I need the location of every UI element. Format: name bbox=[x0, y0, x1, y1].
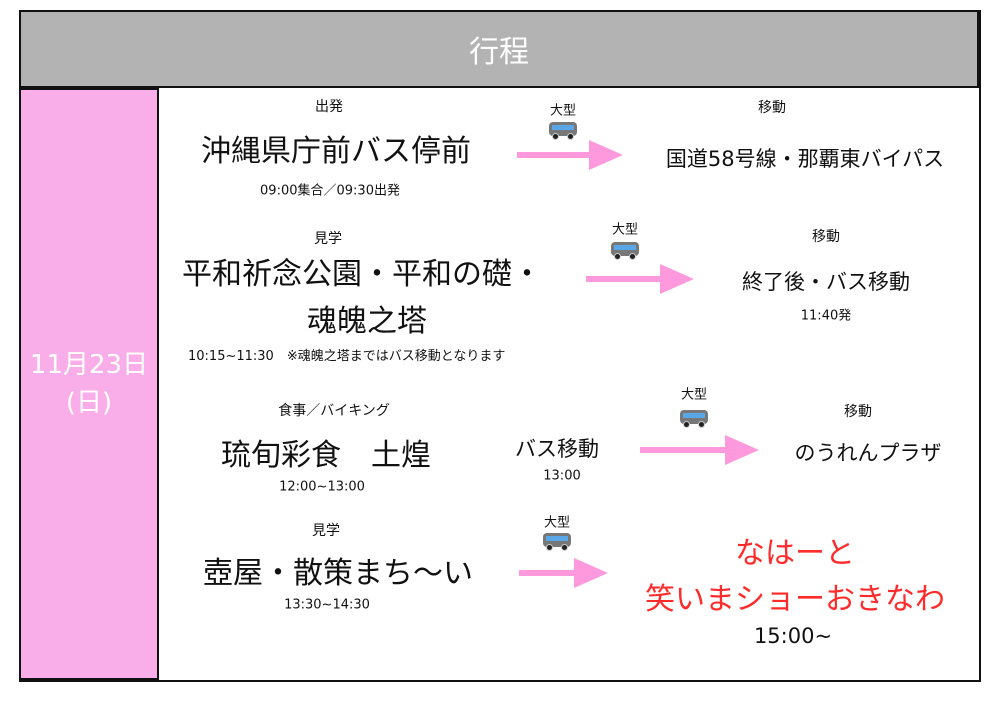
time-label: 12:00~13:00 bbox=[279, 479, 365, 495]
bus-icon bbox=[549, 122, 577, 140]
bus-size-label: 大型 bbox=[549, 103, 577, 119]
weekday-label: (日) bbox=[65, 388, 113, 418]
place-name: 沖縄県庁前バス停前 bbox=[201, 134, 471, 169]
move-label: 移動 bbox=[758, 100, 786, 116]
destination-time: 11:40発 bbox=[800, 308, 852, 324]
bus-icon bbox=[611, 242, 639, 260]
category-label: 食事／バイキング bbox=[278, 403, 390, 419]
transfer-label: バス移動 bbox=[515, 437, 599, 461]
destination: 国道58号線・那覇東バイパス bbox=[665, 147, 945, 171]
time-label: 09:00集合／09:30出発 bbox=[260, 183, 400, 199]
header-bar: 行程 bbox=[19, 10, 979, 88]
bus-size-label: 大型 bbox=[611, 222, 639, 238]
transfer-time: 13:00 bbox=[543, 468, 581, 484]
destination-highlight: なはーと bbox=[735, 536, 855, 571]
arrow-icon bbox=[519, 558, 608, 588]
place-name: 平和祈念公園・平和の礎・ bbox=[182, 257, 542, 292]
time-label: 13:30~14:30 bbox=[284, 597, 370, 613]
place-name: 琉旬彩食 土煌 bbox=[221, 438, 431, 473]
place-name-line2: 魂魄之塔 bbox=[307, 304, 427, 339]
time-note: 10:15~11:30 ※魂魄之塔まではバス移動となります bbox=[188, 349, 506, 364]
destination-time: 15:00~ bbox=[753, 624, 833, 648]
category-label: 見学 bbox=[312, 523, 340, 539]
bus-size-label: 大型 bbox=[680, 387, 708, 403]
move-label: 移動 bbox=[844, 404, 872, 420]
place-name: 壺屋・散策まち〜い bbox=[203, 556, 473, 591]
move-label: 移動 bbox=[812, 229, 840, 245]
date-column: 11月23日 (日) bbox=[19, 88, 159, 680]
destination: 終了後・バス移動 bbox=[742, 270, 910, 294]
bus-icon bbox=[680, 410, 708, 428]
bus-icon bbox=[543, 533, 571, 551]
arrow-icon bbox=[640, 435, 759, 465]
destination-highlight-line2: 笑いまショーおきなわ bbox=[645, 582, 945, 617]
date-label: 11月23日 bbox=[29, 350, 149, 380]
arrow-icon bbox=[517, 140, 623, 170]
bus-size-label: 大型 bbox=[543, 515, 571, 531]
destination: のうれんプラザ bbox=[794, 441, 942, 465]
category-label: 見学 bbox=[314, 231, 342, 247]
page-title: 行程 bbox=[469, 35, 529, 70]
arrow-icon bbox=[586, 264, 694, 294]
category-label: 出発 bbox=[315, 99, 343, 115]
